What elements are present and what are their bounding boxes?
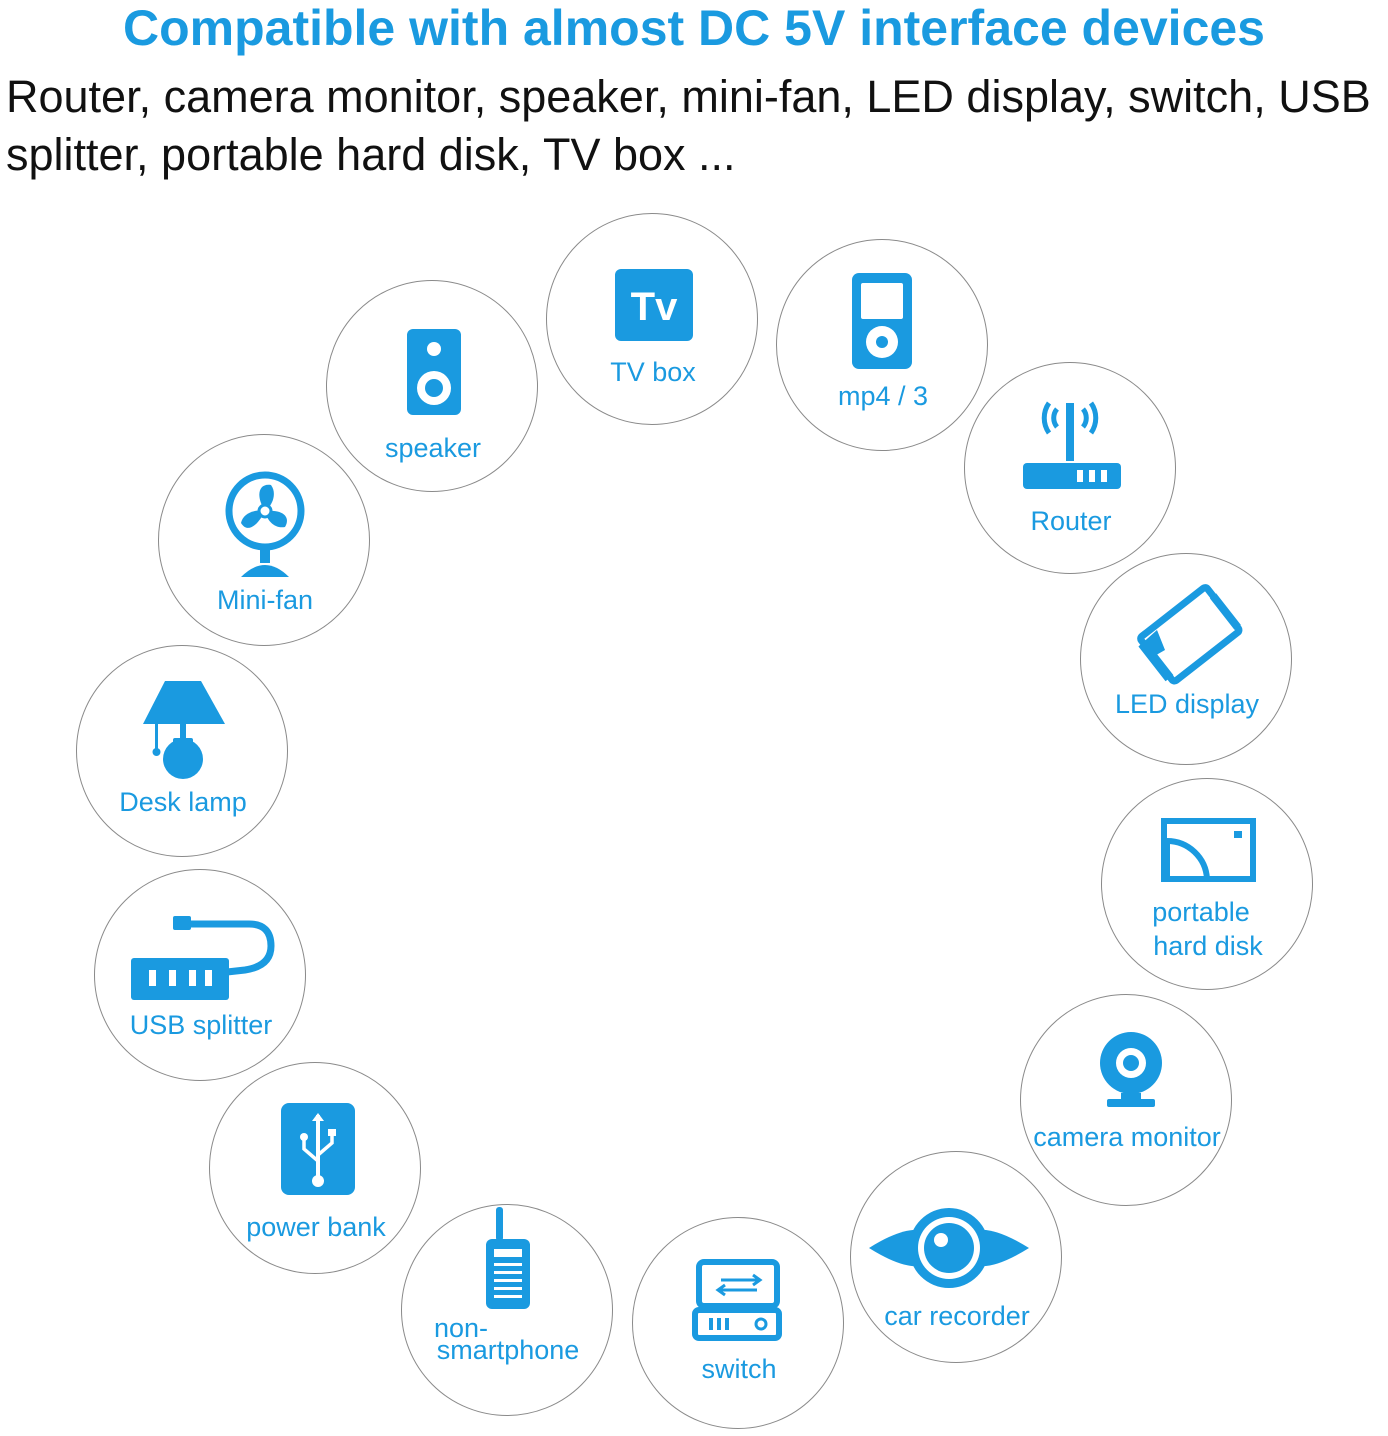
- car-recorder-icon: [869, 1208, 1029, 1288]
- tv-box-icon: Tv: [615, 269, 693, 341]
- device-label-line: hard disk: [1153, 931, 1263, 961]
- device-power-bank: power bank: [209, 1062, 421, 1274]
- device-router: Router: [964, 362, 1176, 574]
- mp4-player-icon: [852, 273, 912, 369]
- power-bank-icon: [281, 1103, 355, 1195]
- device-usb-splitter: USB splitter: [94, 869, 306, 1081]
- device-label: non- smartphone: [402, 1313, 614, 1365]
- device-label: camera monitor: [1033, 1122, 1221, 1152]
- device-label: Mini-fan: [216, 585, 314, 615]
- device-camera-monitor: camera monitor: [1020, 994, 1232, 1206]
- device-label: TV box: [610, 357, 696, 387]
- device-label: USB splitter: [129, 1010, 273, 1040]
- device-label-line: portable: [1152, 897, 1250, 927]
- device-label-line: smartphone: [436, 1335, 580, 1365]
- usb-hub-icon: [131, 916, 275, 1000]
- device-label: power bank: [246, 1212, 386, 1242]
- speaker-icon: [407, 329, 461, 415]
- device-label: speaker: [384, 433, 482, 463]
- device-speaker: speaker: [326, 280, 538, 492]
- fan-icon: [225, 471, 305, 577]
- device-label: portable hard disk: [1102, 895, 1314, 963]
- hard-disk-icon: [1161, 818, 1256, 882]
- page-subtitle: Router, camera monitor, speaker, mini-fa…: [6, 71, 1371, 180]
- device-non-smartphone: non- smartphone: [401, 1204, 613, 1416]
- device-label: LED display: [1114, 689, 1260, 719]
- walkie-talkie-icon: [486, 1207, 530, 1309]
- device-label-line: non-: [434, 1313, 489, 1343]
- switch-icon: [692, 1259, 782, 1341]
- desk-lamp-icon: [143, 681, 225, 779]
- svg-text:Tv: Tv: [631, 285, 678, 329]
- device-label: mp4 / 3: [837, 381, 929, 411]
- device-portable-hard-disk: portable hard disk: [1101, 778, 1313, 990]
- device-label: Router: [1030, 506, 1112, 536]
- webcam-icon: [1100, 1032, 1162, 1107]
- device-label: car recorder: [884, 1301, 1030, 1331]
- device-mp4: mp4 / 3: [776, 239, 988, 451]
- device-desk-lamp: Desk lamp: [76, 645, 288, 857]
- page-title: Compatible with almost DC 5V interface d…: [123, 0, 1265, 56]
- device-switch: switch: [632, 1217, 844, 1429]
- device-car-recorder: car recorder: [850, 1151, 1062, 1363]
- device-tv-box: Tv TV box: [546, 213, 758, 425]
- router-icon: [1023, 401, 1121, 489]
- device-label: switch: [701, 1354, 777, 1384]
- device-mini-fan: Mini-fan: [158, 434, 370, 646]
- device-led-display: LED display: [1080, 553, 1292, 765]
- led-display-icon: [1137, 584, 1243, 685]
- device-label: Desk lamp: [119, 787, 247, 817]
